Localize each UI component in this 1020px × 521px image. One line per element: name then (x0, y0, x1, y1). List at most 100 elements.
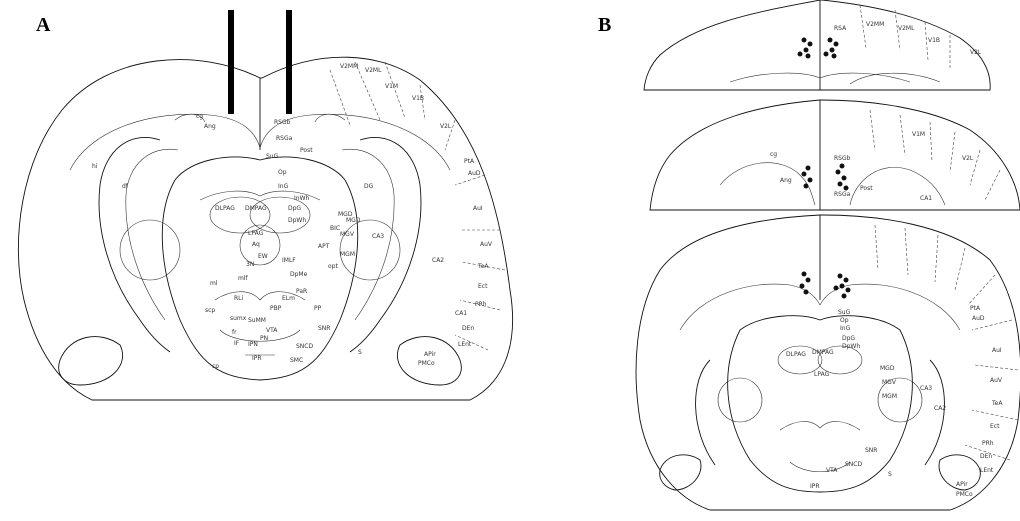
region-label-a: PN (260, 335, 268, 342)
region-label-b: PRh (982, 440, 994, 447)
panel-a-coronal-section: cg Ang RSGb RSGa Post SuG Op InG DLPAG D… (0, 0, 520, 440)
region-label-a: MGV (340, 231, 355, 238)
region-label-a: AuD (468, 170, 481, 177)
region-label-a: APir (424, 351, 436, 358)
marker-cluster-b1-left (798, 38, 813, 59)
panel-b-coronal-sections: RSA V2MM V2ML V1B V2L RSGb RSGa Post V1M… (620, 0, 1020, 521)
region-label-a: LEnt (458, 341, 472, 348)
region-label-a: MGD (346, 217, 361, 224)
brain-outline-a (18, 57, 512, 400)
region-label-b: APir (956, 481, 968, 488)
region-label-b: V1B (928, 37, 940, 44)
region-label-b: IPR (810, 483, 820, 490)
region-label-a: PP (314, 305, 322, 312)
region-label-b: SNCD (845, 461, 862, 468)
region-label-a: opt (328, 263, 338, 270)
region-label-a: DEn (462, 325, 474, 332)
region-label-b: AuI (992, 347, 1002, 354)
region-label-a: fr (232, 329, 237, 336)
region-label-a: PBP (270, 305, 282, 312)
region-label-b: CA3 (920, 385, 932, 392)
region-label-b: PtA (970, 305, 981, 312)
region-label-a: MGM (340, 251, 355, 258)
region-label-a: DpWh (288, 217, 306, 224)
region-label-a: Post (300, 147, 313, 154)
region-label-a: PaR (296, 288, 307, 295)
region-label-a: Ang (204, 123, 216, 130)
marker-cluster-b3-right (834, 274, 851, 299)
region-label-a: df (122, 183, 129, 190)
region-label-a: SMC (290, 357, 303, 364)
region-label-b: Ect (990, 423, 1000, 430)
marker-cluster-b2-right (836, 164, 849, 191)
region-label-b: Op (840, 317, 849, 324)
region-label-b: Post (860, 185, 873, 192)
region-label-a: APT (318, 243, 330, 250)
region-label-a: Aq (252, 241, 260, 248)
region-label-a: V1B (412, 95, 424, 102)
region-label-b: V2L (962, 155, 974, 162)
region-label-b: V2ML (898, 25, 915, 32)
region-label-a: IPR (252, 355, 262, 362)
region-label-b: RSA (834, 25, 847, 32)
region-label-b: TeA (991, 400, 1003, 407)
section-b-3 (636, 215, 1020, 510)
region-label-b: MGV (882, 379, 897, 386)
region-label-a: BIC (330, 225, 340, 232)
region-label-b: V1M (912, 131, 925, 138)
region-label-a: PMCo (418, 360, 435, 367)
region-label-b: DpG (842, 335, 855, 342)
region-label-a: scp (205, 307, 215, 314)
region-label-a: DG (364, 183, 374, 190)
region-label-b: DLPAG (786, 351, 806, 358)
marker-cluster-b1-right (824, 38, 839, 59)
region-label-b: cg (770, 151, 777, 158)
region-label-a: RSGa (276, 135, 293, 142)
marker-cluster-b3-left (800, 272, 811, 295)
section-b-1 (644, 0, 990, 90)
region-label-a: SNR (318, 325, 330, 332)
region-label-b: RSGa (834, 191, 851, 198)
region-label-b: AuV (990, 377, 1003, 384)
region-label-a: InWh (294, 195, 310, 202)
region-label-a: InG (278, 183, 289, 190)
region-label-b: DMPAG (812, 349, 834, 356)
region-label-b: PMCo (956, 491, 973, 498)
region-label-b: S (888, 471, 892, 478)
region-label-a: AuI (473, 205, 483, 212)
region-label-a: Ect (478, 283, 488, 290)
region-label-a: SNCD (296, 343, 313, 350)
region-label-a: 3N (246, 261, 254, 268)
region-label-a: AuV (480, 241, 493, 248)
region-label-b: V2L (970, 49, 982, 56)
region-label-a: IF (234, 340, 240, 347)
region-label-a: DpMe (290, 271, 308, 278)
region-label-a: DLPAG (215, 205, 235, 212)
region-labels-b: RSA V2MM V2ML V1B V2L RSGb RSGa Post V1M… (770, 21, 1003, 498)
panel-b-label: B (598, 14, 611, 37)
region-label-b: MGM (882, 393, 897, 400)
region-label-a: DMPAG (245, 205, 267, 212)
region-label-a: V2ML (365, 67, 382, 74)
region-label-a: CA1 (455, 310, 467, 317)
region-label-b: DpWh (842, 343, 860, 350)
region-label-b: SuG (838, 309, 851, 316)
region-label-b: SNR (865, 447, 877, 454)
region-label-a: sumx (230, 315, 247, 322)
region-label-a: SuG (266, 153, 279, 160)
region-label-a: cg (196, 113, 203, 120)
region-label-a: DpG (288, 205, 301, 212)
region-label-b: InG (840, 325, 851, 332)
region-label-b: V2MM (866, 21, 884, 28)
region-label-a: ELm (282, 295, 295, 302)
region-label-a: CA2 (432, 257, 444, 264)
region-label-a: EW (258, 253, 268, 260)
region-label-a: PtA (464, 158, 475, 165)
region-label-a: IMLF (282, 257, 296, 264)
region-label-a: CA3 (372, 233, 384, 240)
electrode-track-right (286, 10, 292, 114)
region-label-a: IPN (248, 341, 258, 348)
region-label-b: RSGb (834, 155, 851, 162)
region-label-a: V1M (385, 83, 398, 90)
